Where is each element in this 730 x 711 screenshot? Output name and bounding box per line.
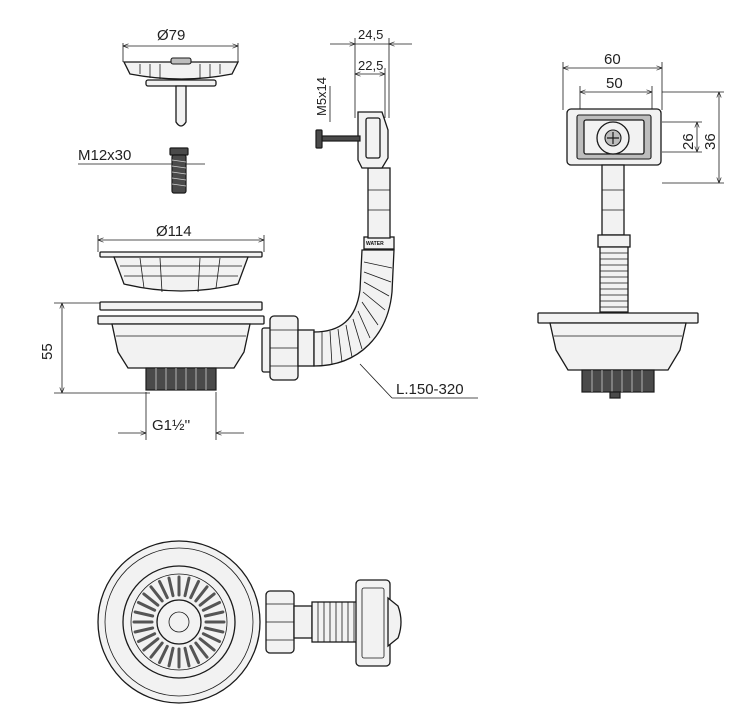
strainer-slot	[133, 626, 155, 634]
strainer-slot	[142, 592, 160, 607]
strainer-slot	[133, 610, 155, 618]
strainer-slot	[157, 644, 169, 665]
dim-plate-height-outer: 36	[702, 133, 719, 150]
dim-height: 55	[39, 343, 56, 360]
strainer-slot	[142, 637, 160, 652]
strainer-slot	[189, 579, 201, 600]
strainer-slot	[201, 600, 222, 612]
strainer-slot	[167, 576, 175, 598]
dim-overflow-depth-outer: 24,5	[358, 27, 383, 42]
drain-assembly-side-view: 55 G1½'' WATER	[39, 27, 478, 440]
dim-hose-length: L.150-320	[396, 381, 464, 398]
strainer-slot	[136, 600, 157, 612]
screw-m12x30: M12x30	[78, 147, 205, 194]
strainer-slot	[149, 585, 164, 603]
strainer-slot	[203, 626, 225, 634]
dim-plate-height-inner: 26	[680, 133, 697, 150]
strainer-slot	[183, 646, 191, 668]
strainer-slot	[149, 641, 164, 659]
strainer-slot	[167, 646, 175, 668]
strainer-slot	[203, 610, 225, 618]
strainer-slot	[183, 576, 191, 598]
basket-side-view: Ø114	[97, 223, 265, 293]
dim-plate-width-outer: 60	[604, 51, 621, 68]
strainer-slot	[198, 592, 216, 607]
strainer-slot	[189, 644, 201, 665]
strainer-side-view: Ø79	[122, 27, 240, 127]
drain-top-view	[97, 540, 402, 704]
strainer-slot	[201, 632, 222, 644]
drain-front-view: 60 50 26 36	[537, 51, 724, 399]
dim-overflow-depth-inner: 22,5	[358, 58, 383, 73]
strainer-slot	[157, 579, 169, 600]
dim-basket-diameter: Ø114	[156, 223, 192, 240]
dim-strainer-diameter: Ø79	[157, 27, 185, 44]
strainer-slot	[194, 641, 209, 659]
strainer-slot	[136, 632, 157, 644]
strainer-slot	[198, 637, 216, 652]
hose-marking: WATER	[366, 241, 384, 247]
strainer-slot	[194, 585, 209, 603]
dim-overflow-screw: M5x14	[314, 77, 329, 116]
dim-screw-thread: M12x30	[78, 147, 131, 164]
dim-plate-width-inner: 50	[606, 75, 623, 92]
dim-outlet-thread: G1½''	[152, 417, 190, 434]
